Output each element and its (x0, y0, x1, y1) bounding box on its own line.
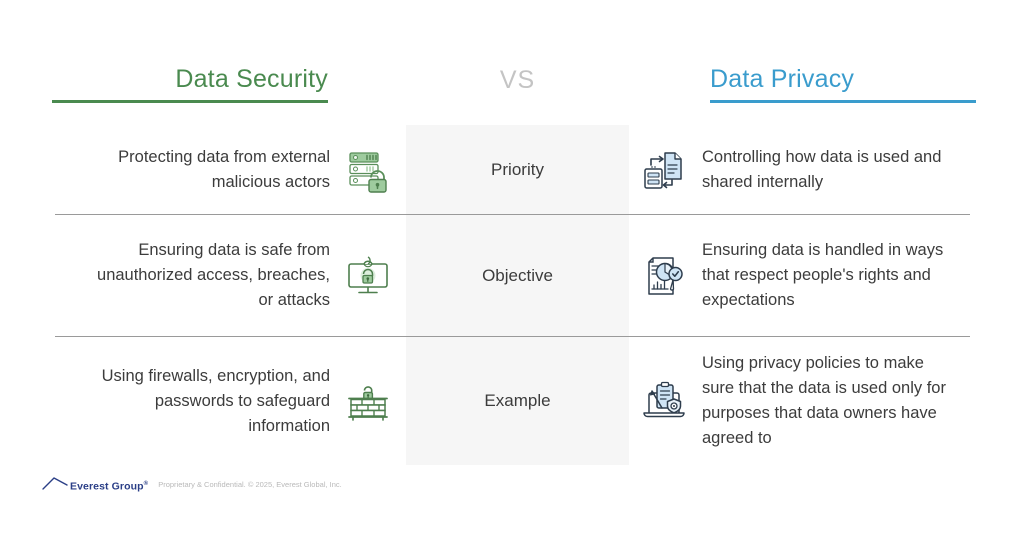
row-priority-left-cell: Protecting data from external malicious … (55, 125, 392, 214)
row-priority-right-cell: Controlling how data is used and shared … (640, 125, 975, 214)
header-data-privacy-underline (710, 100, 976, 103)
footer-copyright-note: Proprietary & Confidential. © 2025, Ever… (158, 480, 342, 489)
row-priority-center-label: Priority (491, 159, 544, 179)
everest-group-wordmark: Everest Group® (70, 478, 149, 492)
comparison-row-priority: Protecting data from external malicious … (0, 125, 1024, 214)
row-example-left-text: Using firewalls, encryption, and passwor… (101, 366, 330, 435)
row-objective-center-label: Objective (482, 265, 553, 285)
row-priority-right-text: Controlling how data is used and shared … (702, 147, 942, 191)
slide-footer: Everest Group® Proprietary & Confidentia… (42, 476, 342, 492)
everest-group-roof-icon (42, 476, 68, 492)
row-example-left-cell: Using firewalls, encryption, and passwor… (55, 337, 392, 465)
row-example-right-text: Using privacy policies to make sure that… (702, 354, 946, 447)
row-example-center-label: Example (484, 391, 551, 410)
everest-group-logo: Everest Group® (42, 476, 148, 492)
row-divider-1 (55, 214, 970, 215)
comparison-row-example: Using firewalls, encryption, and passwor… (0, 337, 1024, 465)
header-data-privacy-label: Data Privacy (710, 65, 855, 93)
header-vs-label: VS (499, 66, 536, 94)
row-priority-left-text: Protecting data from external malicious … (118, 147, 330, 191)
comparison-header-row: Data Security VS Data Privacy (0, 62, 1024, 120)
laptop-clipboard-shield-icon (640, 377, 688, 425)
server-lock-icon (344, 146, 392, 194)
row-objective-right-cell: Ensuring data is handled in ways that re… (640, 215, 975, 336)
registered-trademark-mark: ® (143, 480, 149, 487)
center-column-band (406, 125, 629, 465)
comparison-row-objective: Ensuring data is safe from unauthorized … (0, 215, 1024, 336)
header-data-security-label: Data Security (175, 65, 328, 93)
firewall-lock-icon (344, 377, 392, 425)
row-objective-right-text: Ensuring data is handled in ways that re… (702, 241, 944, 309)
everest-group-name: Everest Group (70, 480, 144, 492)
monitor-lock-icon (344, 252, 392, 300)
report-chart-check-icon (640, 252, 688, 300)
row-divider-2 (55, 336, 970, 337)
header-data-privacy: Data Privacy (710, 62, 976, 103)
header-data-security: Data Security (52, 62, 328, 103)
row-objective-left-cell: Ensuring data is safe from unauthorized … (55, 215, 392, 336)
header-data-security-underline (52, 100, 328, 103)
row-example-right-cell: Using privacy policies to make sure that… (640, 337, 975, 465)
data-transfer-document-icon (640, 146, 688, 194)
row-objective-left-text: Ensuring data is safe from unauthorized … (97, 241, 330, 309)
